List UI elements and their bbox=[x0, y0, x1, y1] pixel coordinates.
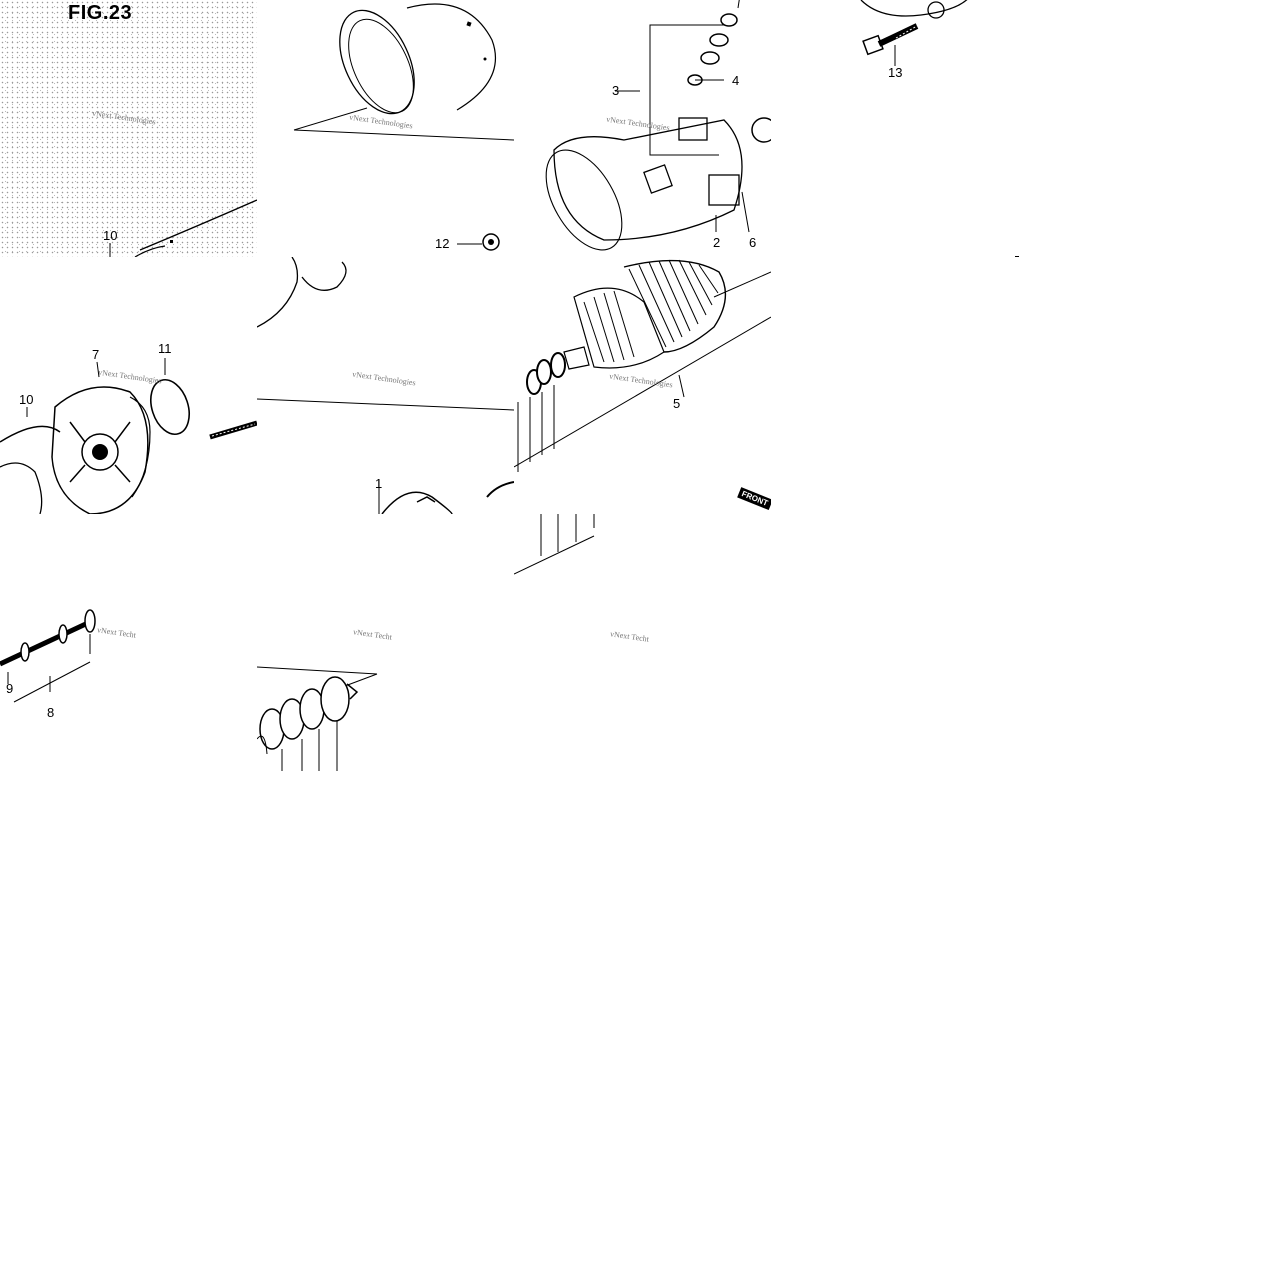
figure-title: FIG.23 bbox=[68, 2, 133, 24]
washer-stack-drawing bbox=[257, 666, 378, 771]
armature-drawing bbox=[514, 259, 771, 472]
brush-holder-drawing bbox=[545, 0, 771, 251]
tile-r2-c2 bbox=[257, 257, 514, 514]
reference-lines-drawing bbox=[514, 514, 595, 575]
tile-r3-c1 bbox=[0, 514, 257, 771]
callout-12: 12 bbox=[435, 236, 450, 251]
yoke-body-drawing bbox=[257, 257, 514, 514]
tile-r3-c3 bbox=[514, 514, 771, 771]
callout-7: 7 bbox=[92, 347, 100, 362]
tile-r2-c1 bbox=[0, 257, 257, 514]
callout-4: 4 bbox=[732, 73, 740, 88]
tile-r2-c3: FRONT bbox=[514, 257, 771, 514]
callout-8: 8 bbox=[47, 705, 55, 720]
callout-6: 6 bbox=[749, 235, 757, 250]
callout-10-lower: 10 bbox=[19, 392, 34, 407]
callout-2: 2 bbox=[713, 235, 721, 250]
callout-9: 9 bbox=[6, 681, 14, 696]
callout-13: 13 bbox=[888, 65, 903, 80]
tile-r1-c4 bbox=[771, 0, 1028, 257]
mounting-bolt-drawing bbox=[860, 0, 1019, 257]
callout-5: 5 bbox=[673, 396, 681, 411]
callout-10-upper: 10 bbox=[103, 228, 118, 243]
yoke-housing-end bbox=[109, 199, 257, 257]
callout-3: 3 bbox=[612, 83, 620, 98]
tile-r1-c2 bbox=[257, 0, 514, 257]
callout-11: 11 bbox=[158, 341, 172, 356]
rear-bracket-drawing bbox=[0, 358, 257, 514]
tile-r1-c3 bbox=[514, 0, 771, 257]
tile-r1-c1 bbox=[0, 0, 257, 257]
callout-1: 1 bbox=[375, 476, 383, 491]
tile-r3-c2 bbox=[257, 514, 514, 771]
through-bolt-drawing bbox=[0, 609, 96, 703]
yoke-frame-drawing bbox=[293, 3, 514, 251]
